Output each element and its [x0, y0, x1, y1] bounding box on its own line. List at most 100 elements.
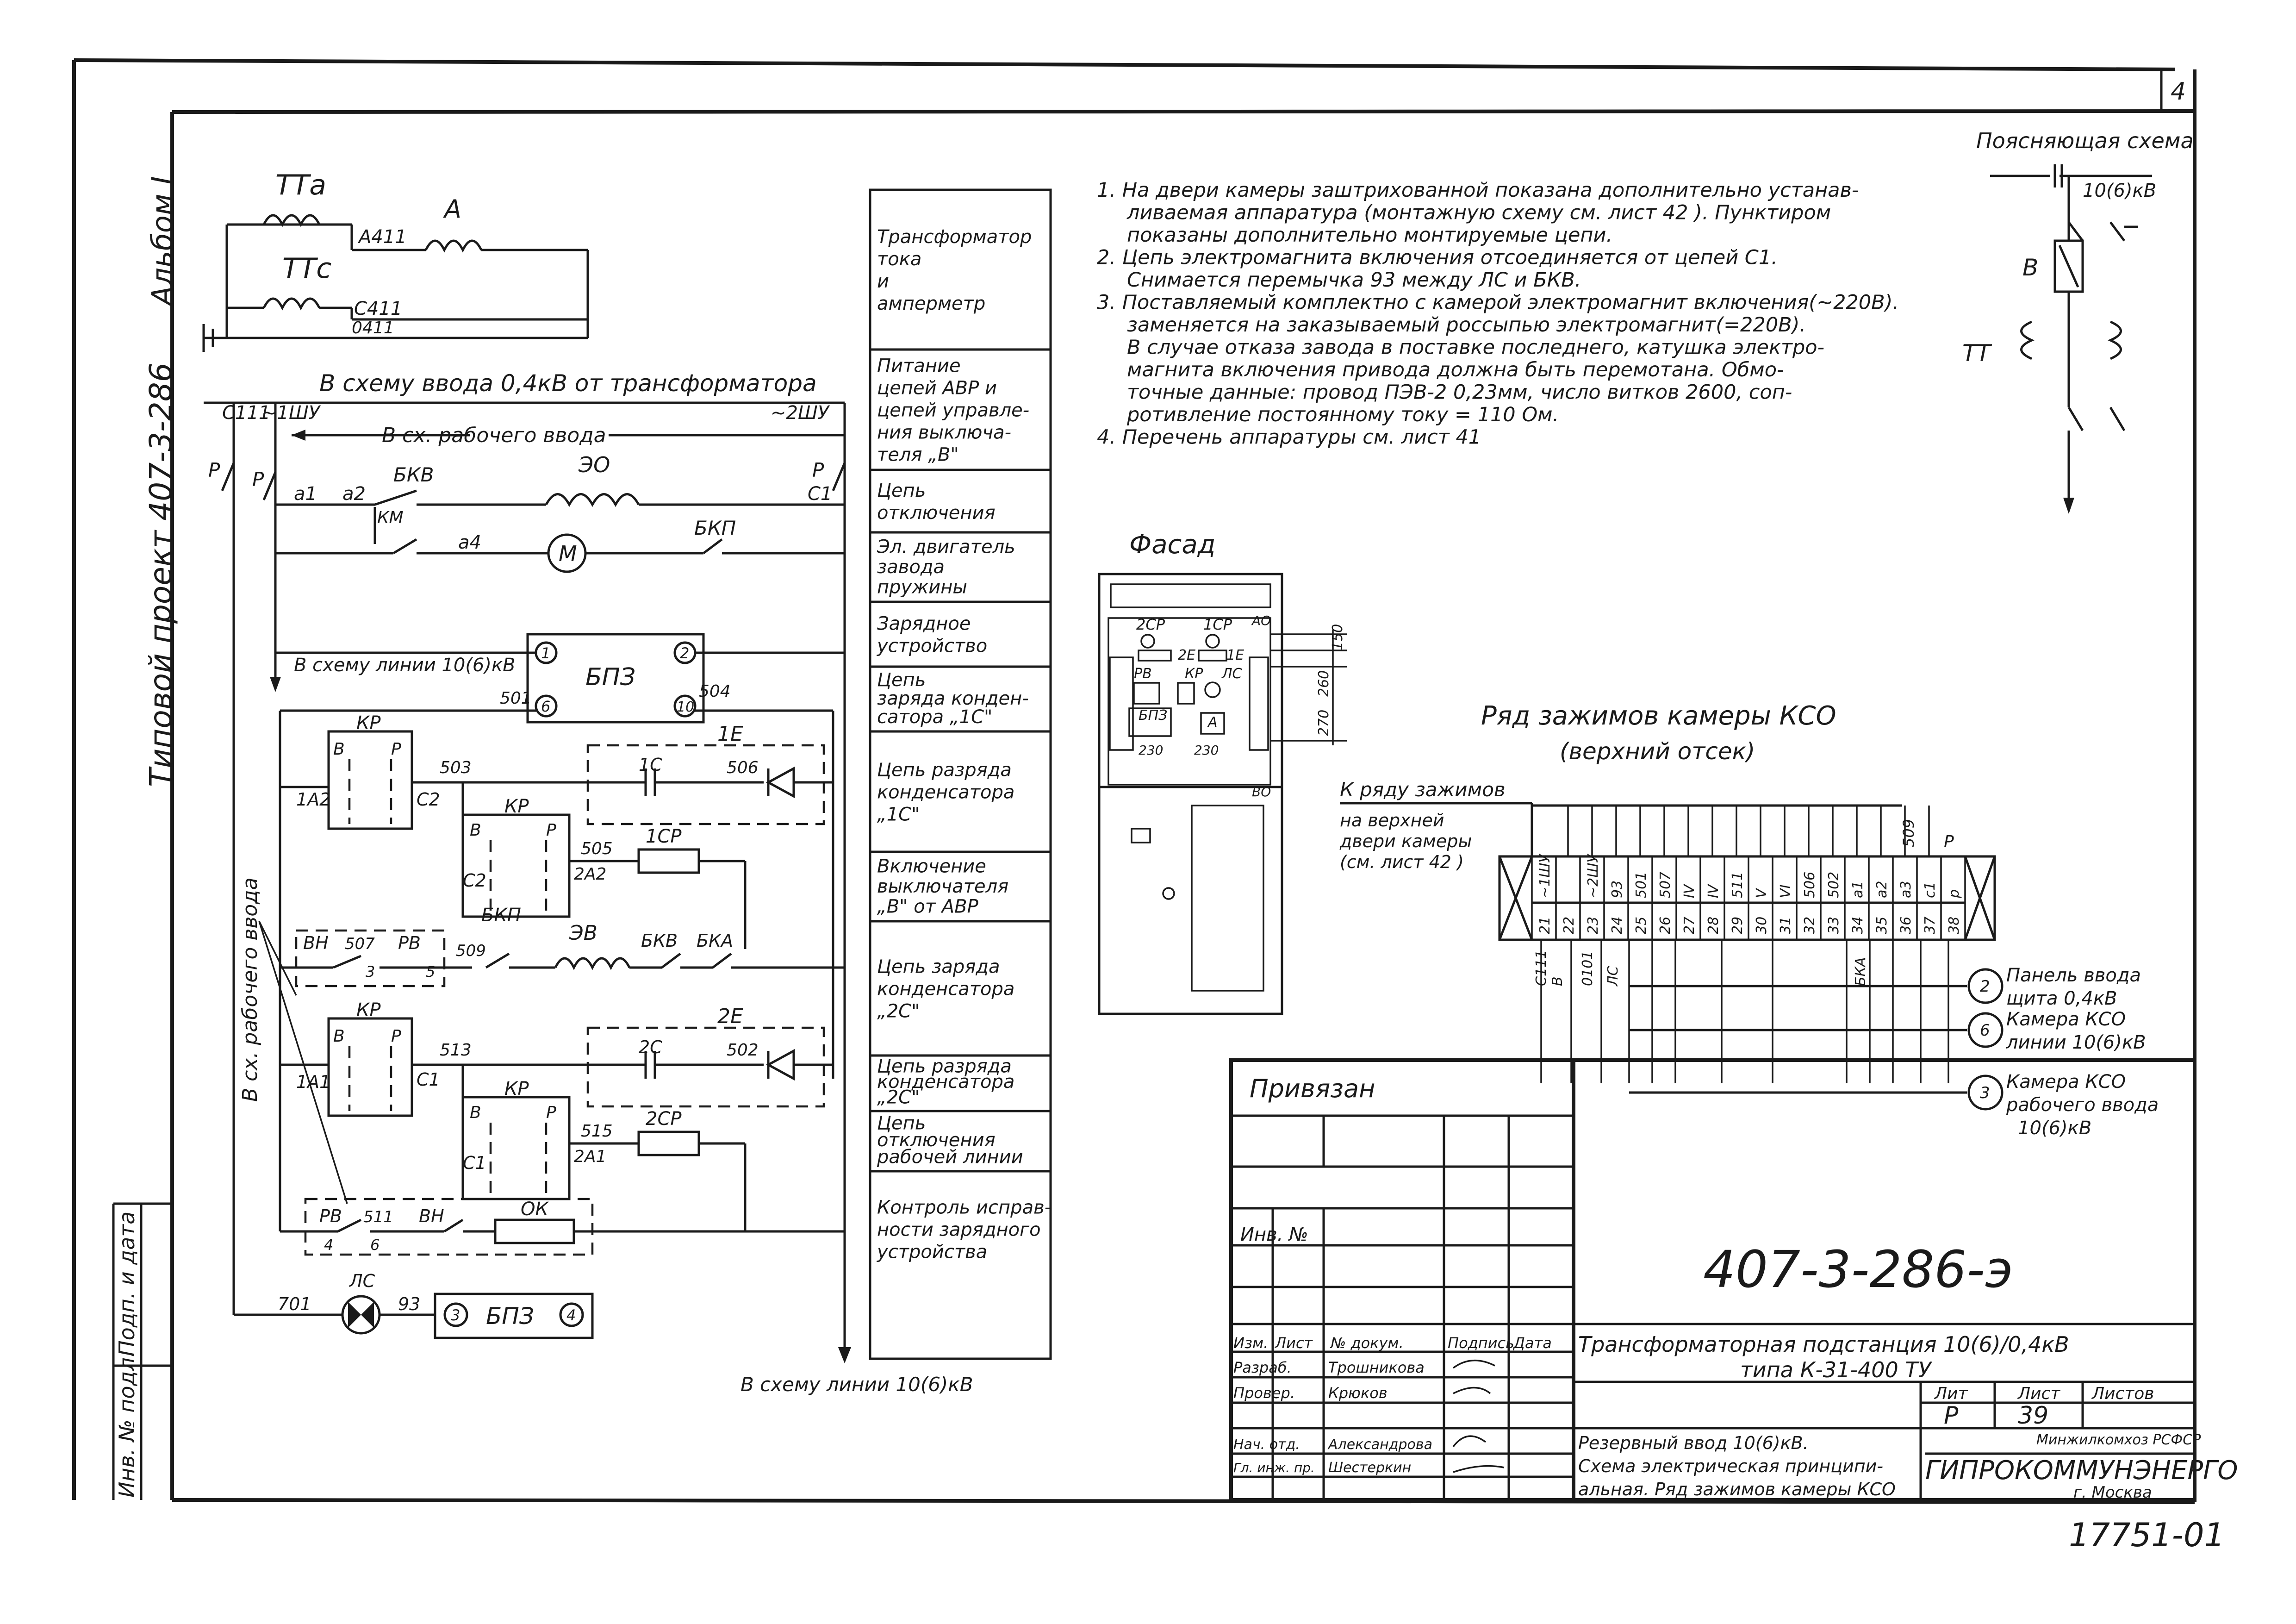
a2-label: а2 — [342, 483, 366, 505]
bkv2-label: БКВ — [641, 931, 678, 951]
inv-label: Инв. № — [1240, 1224, 1308, 1245]
ls-label: ЛС — [348, 1271, 375, 1291]
dest-line3: 10(6)кВ — [2018, 1118, 2091, 1139]
terminal-number: 22 — [1561, 917, 1577, 934]
kp3-p: Р — [391, 1027, 401, 1046]
terminal-number: 37 — [1922, 917, 1938, 934]
facade-1e: 1Е — [1226, 647, 1244, 663]
ftable-cell: отключения — [877, 502, 996, 524]
terminal-mark: 502 — [1826, 872, 1842, 898]
terminal-below-label: 0101 — [1580, 951, 1596, 986]
two-e-label: 2Е — [717, 1005, 743, 1028]
note-line: Снимается перемычка 93 между ЛС и БКВ. — [1127, 269, 1581, 292]
n506-label: 506 — [727, 758, 759, 777]
sidebar-sign: Подп. и дата — [114, 1212, 139, 1356]
terminal-number: 27 — [1681, 917, 1698, 934]
sheet-frame: 4 17751-01 — [72, 58, 2225, 1554]
terminal-p: Р — [1944, 832, 1954, 851]
dest-line2: щита 0,4кВ — [2006, 988, 2117, 1009]
note-line: 4. Перечень аппаратуры см. лист 41 — [1097, 426, 1481, 449]
note-line: заменяется на заказываемый россыпью элек… — [1127, 313, 1806, 337]
c1-label: С1 — [808, 483, 832, 505]
motor-label: М — [559, 541, 577, 566]
hdr-izm: Изм. — [1233, 1334, 1268, 1352]
explanatory-title: Поясняющая схема — [1976, 128, 2194, 153]
desc-line2: Схема электрическая принципи- — [1578, 1456, 1883, 1476]
a1-label: а1 — [294, 483, 317, 505]
n513-label: 513 — [440, 1041, 472, 1060]
dim-150: 150 — [1330, 624, 1346, 650]
kp1-label: КР — [356, 712, 381, 734]
dest-connector — [1967, 968, 2004, 1004]
a411-label: А411 — [357, 226, 407, 248]
org-city: г. Москва — [2073, 1483, 2152, 1502]
facade-1cp: 1СР — [1203, 616, 1232, 633]
ftable-cell: и — [877, 271, 889, 292]
facade-2e: 2Е — [1178, 647, 1195, 663]
sheet-value: 39 — [2018, 1402, 2048, 1430]
n6-label: 6 — [541, 698, 550, 715]
terminal-number: 35 — [1874, 917, 1890, 934]
eo-label: ЭО — [578, 452, 610, 477]
two-cp-label: 2СР — [646, 1108, 682, 1130]
one-cp-label: 1СР — [646, 826, 682, 847]
bpz2-n4: 4 — [566, 1306, 576, 1324]
sheets-header: Листов — [2091, 1384, 2154, 1403]
to-work-input-label: В сх. рабочего ввода — [382, 424, 606, 447]
ftable-cell: ности зарядного — [877, 1219, 1041, 1240]
series-label: Типовой проект 407-3-286 — [143, 362, 179, 787]
ftable-cell: Цепь разряда — [877, 759, 1012, 781]
facade-ao: АО — [1251, 613, 1271, 628]
ftable-cell: Цепь — [877, 480, 926, 501]
terminal-number: 34 — [1850, 917, 1866, 934]
kp2-p: Р — [546, 821, 556, 840]
terminal-mark: а2 — [1874, 881, 1890, 898]
two-a1-label: 2А1 — [574, 1147, 606, 1166]
to-input-label: В схему ввода 0,4кВ от трансформатора — [319, 370, 817, 397]
facade-title: Фасад — [1129, 530, 1215, 560]
c111-label: С111 — [222, 402, 270, 424]
ftable-cell: конденсатора — [877, 781, 1014, 803]
c411-label: С411 — [354, 298, 402, 319]
terminal-mark: IV — [1705, 883, 1722, 898]
terminal-number: 31 — [1778, 917, 1794, 934]
dest-number: 6 — [1980, 1021, 1990, 1040]
kp3-label: КР — [356, 999, 381, 1021]
bh1-label: ВН — [303, 933, 329, 953]
hdr-date: Дата — [1512, 1334, 1552, 1352]
dest-line1: Камера КСО — [2006, 1009, 2126, 1030]
c2-label: С2 — [417, 789, 440, 810]
ftable-cell: цепей АВР и — [877, 377, 997, 399]
facade-a: А — [1207, 714, 1218, 731]
kp2-b: В — [470, 821, 481, 840]
terminal-below-label: В — [1549, 976, 1566, 986]
n501-label: 501 — [500, 689, 532, 708]
dest-line1: Панель ввода — [2006, 965, 2141, 986]
n515-label: 515 — [581, 1122, 613, 1141]
n701-label: 701 — [278, 1294, 311, 1314]
ftable-cell: Цепь заряда — [877, 956, 1000, 977]
ftable-cell: конденсатора — [877, 978, 1014, 999]
bpz2-n3: 3 — [451, 1306, 460, 1324]
pb1-label: РВ — [398, 933, 421, 953]
general-notes: 1. На двери камеры заштрихованной показа… — [1097, 179, 1899, 449]
p3-label: Р — [812, 459, 824, 481]
km-label: КМ — [377, 508, 404, 527]
kp2-label: КР — [504, 796, 529, 817]
n502-label: 502 — [727, 1041, 759, 1060]
ftable-cell: Зарядное — [877, 613, 971, 634]
explanatory-tt: ТТ — [1962, 340, 1992, 367]
ttc-label: ТТс — [282, 252, 331, 285]
ftable-cell: „1С" — [877, 804, 920, 825]
one-a1-label: 1А1 — [296, 1072, 330, 1092]
ftable-cell: отключения — [877, 1130, 996, 1151]
terminal-number: 32 — [1802, 917, 1818, 934]
tta-label: ТТа — [275, 169, 326, 201]
terminal-number: 38 — [1946, 917, 1962, 934]
sidebar-inv: Инв. № подл. — [114, 1351, 139, 1498]
terminal-509: 509 — [1900, 819, 1917, 847]
c2b-label: С2 — [463, 870, 486, 891]
ftable-cell: конденсатора — [877, 1071, 1014, 1093]
facade-2cp: 2СР — [1136, 616, 1165, 633]
ok-label: ОК — [521, 1199, 549, 1220]
